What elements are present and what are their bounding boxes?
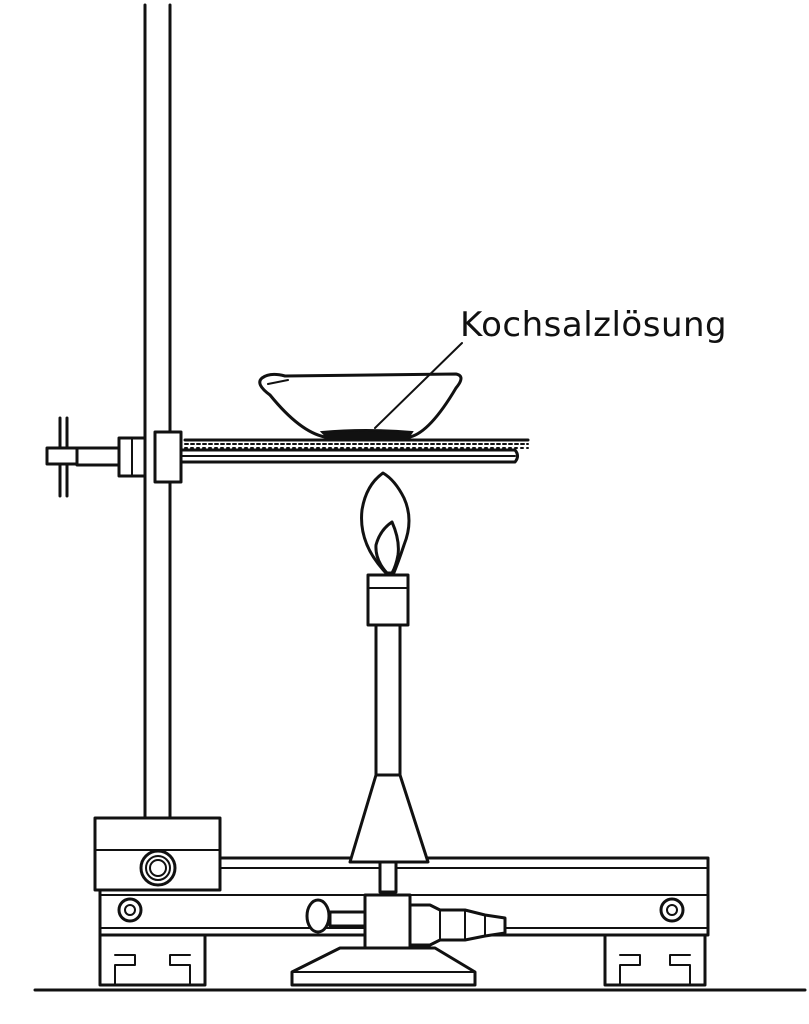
boss-clamp (45, 416, 183, 498)
flame-inner (374, 520, 400, 575)
stand-foot-left (98, 933, 207, 987)
stand-base (93, 816, 710, 987)
bunsen-burner (290, 471, 507, 987)
label-kochsalzloesung: Kochsalzlösung (460, 305, 728, 345)
salt-solution (319, 429, 414, 439)
block-screw (139, 849, 177, 887)
stand-foot-right (603, 933, 707, 987)
flame-outer (360, 471, 411, 577)
evaporating-dish (258, 342, 463, 439)
base-hole-left (117, 897, 143, 923)
gas-valve-knob (305, 898, 367, 934)
base-hole-right (659, 897, 685, 923)
stand-rod (143, 3, 172, 820)
rod-holder-block (93, 816, 222, 892)
label-leader-line (374, 342, 463, 429)
wire-gauze (183, 438, 530, 449)
